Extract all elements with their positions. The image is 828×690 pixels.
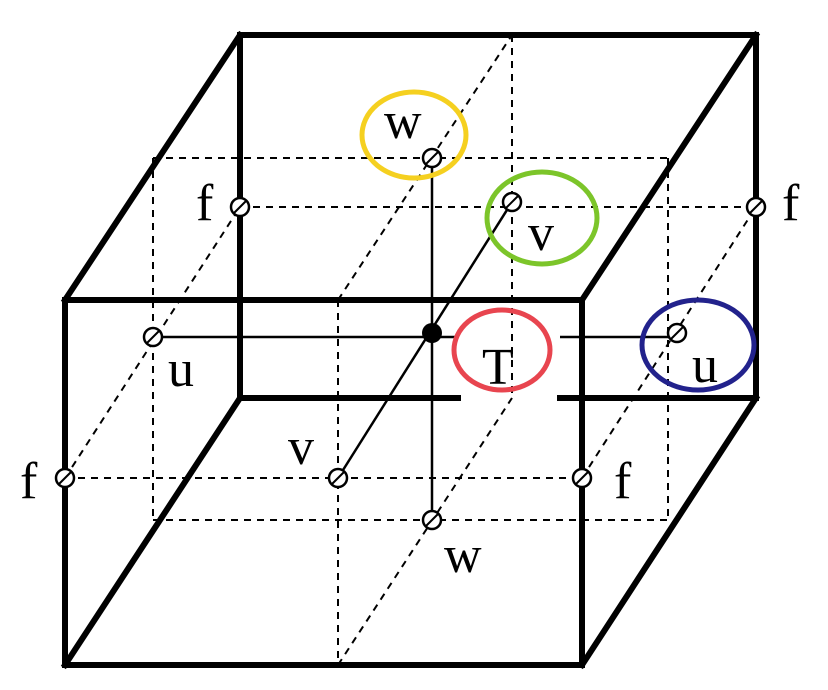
depth-edge-bottom-right xyxy=(577,393,761,670)
u-highlight-ring xyxy=(639,297,757,393)
label-v-bottom: v xyxy=(288,419,314,476)
node-u-left xyxy=(142,326,164,348)
dashed-line xyxy=(337,397,513,666)
nodes xyxy=(54,147,767,531)
depth-edge-top-right xyxy=(577,30,761,305)
label-v-top: v xyxy=(528,205,554,262)
node-f-top-right xyxy=(745,196,767,218)
label-f-top-right: f xyxy=(782,175,800,232)
node-v-bottom xyxy=(327,467,349,489)
label-w-bottom: w xyxy=(444,527,482,584)
dashed-line xyxy=(581,206,757,479)
node-w-top xyxy=(421,147,443,169)
dashed-line xyxy=(337,34,513,301)
depth-edge-bottom-left xyxy=(60,393,245,670)
label-t: T xyxy=(482,339,514,396)
node-u-right xyxy=(666,322,688,344)
node-w-bottom xyxy=(421,509,443,531)
node-v-top xyxy=(501,191,523,213)
highlight-rings xyxy=(359,89,757,393)
node-f-bottom-left xyxy=(54,467,76,489)
center-point xyxy=(422,323,442,343)
v-highlight-ring xyxy=(484,169,600,267)
depth-edges xyxy=(60,30,761,670)
label-f-bottom-right: f xyxy=(614,453,632,510)
label-f-top-left: f xyxy=(196,175,214,232)
w-highlight-ring xyxy=(359,89,469,181)
node-f-top-left xyxy=(229,196,251,218)
label-f-bottom-left: f xyxy=(20,453,38,510)
depth-edge-top-left xyxy=(60,30,245,305)
label-w-top: w xyxy=(384,93,422,150)
label-u-left: u xyxy=(168,341,194,398)
node-f-bottom-right xyxy=(571,467,593,489)
labels: w v T u u v w f f f f xyxy=(20,93,800,584)
dashed-grid-lines xyxy=(64,34,757,666)
t-highlight-ring xyxy=(451,307,553,393)
label-u-right: u xyxy=(692,337,718,394)
